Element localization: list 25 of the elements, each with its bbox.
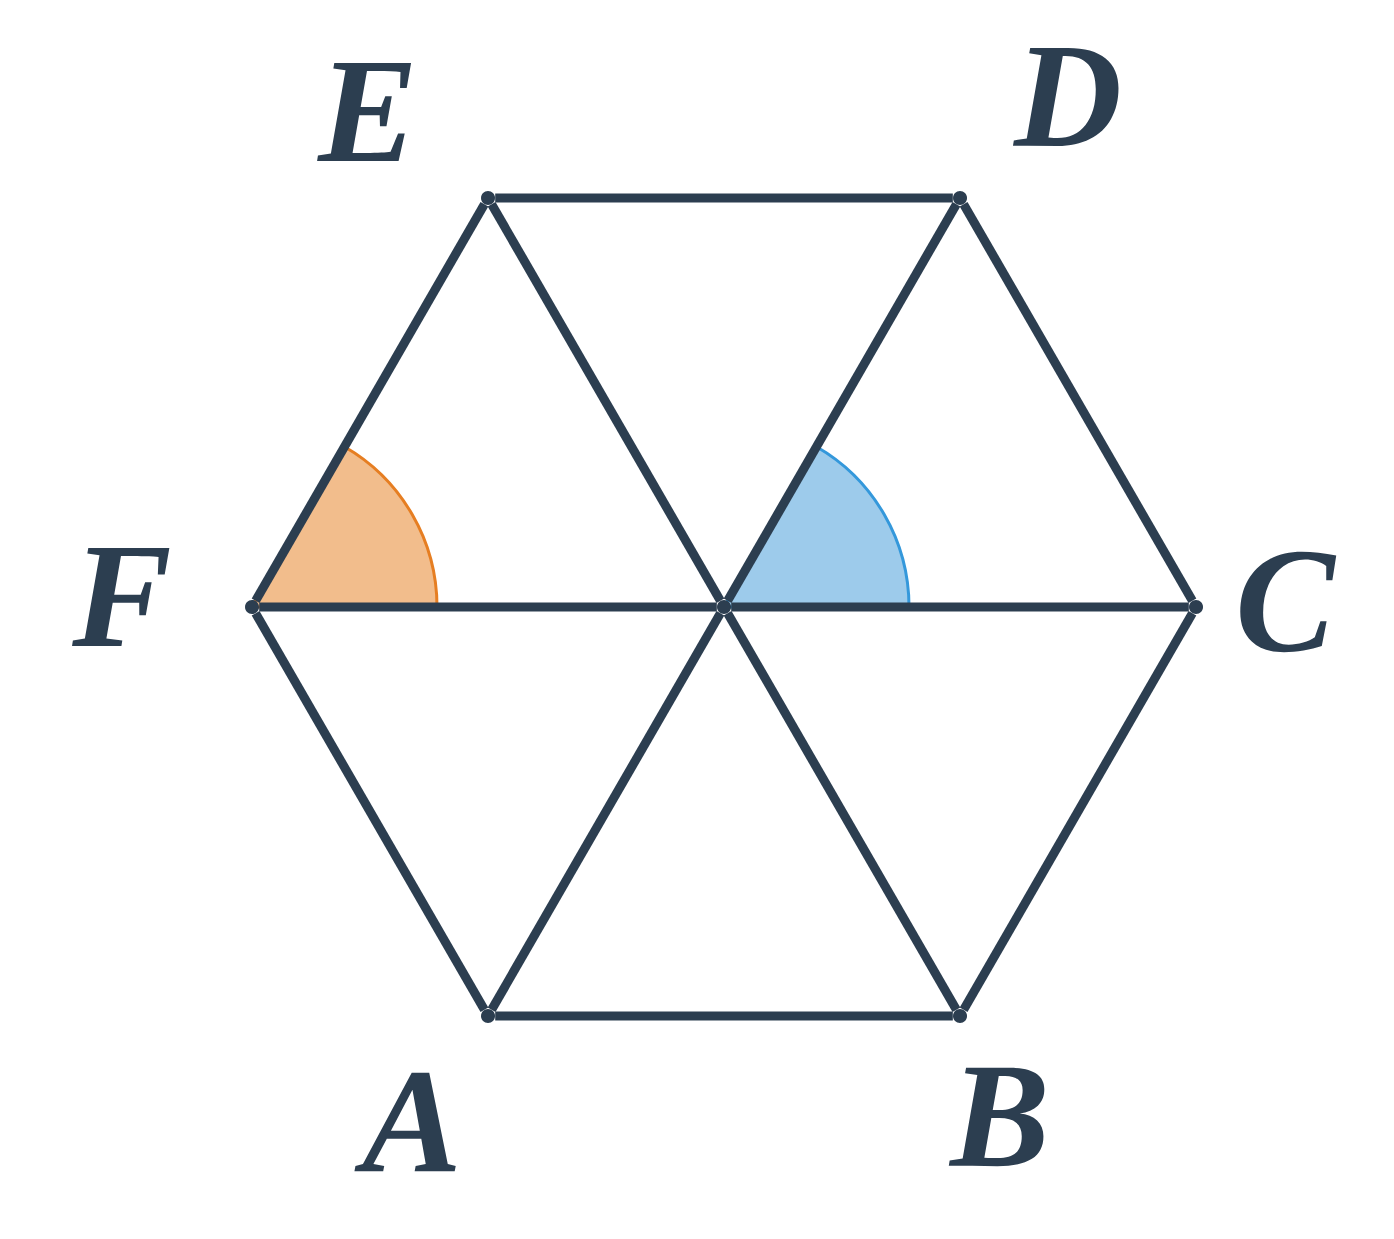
line-segment [723,201,961,603]
vertex-point [481,191,495,205]
vertex-label: F [72,548,170,646]
line-segment [487,201,725,603]
line-segment [495,193,953,203]
line-segment [731,602,1189,612]
line-segment [251,201,489,603]
line-segment [487,611,725,1012]
line-segment [259,602,717,612]
vertex-label: A [354,1072,456,1172]
vertex-point [1189,600,1203,614]
vertex-point [717,600,731,614]
line-segment [959,201,1197,603]
line-segment [251,611,489,1012]
vertex-label: B [948,1067,1045,1167]
line-segment [959,611,1197,1012]
line-segment [495,1011,953,1021]
vertex-point [245,600,259,614]
vertex-point [953,1009,967,1023]
vertex-point [953,191,967,205]
vertex-point [481,1009,495,1023]
vertex-label: E [317,63,412,161]
vertex-label: C [1240,551,1337,653]
line-segment [723,611,961,1012]
vertex-label: D [1012,47,1119,147]
